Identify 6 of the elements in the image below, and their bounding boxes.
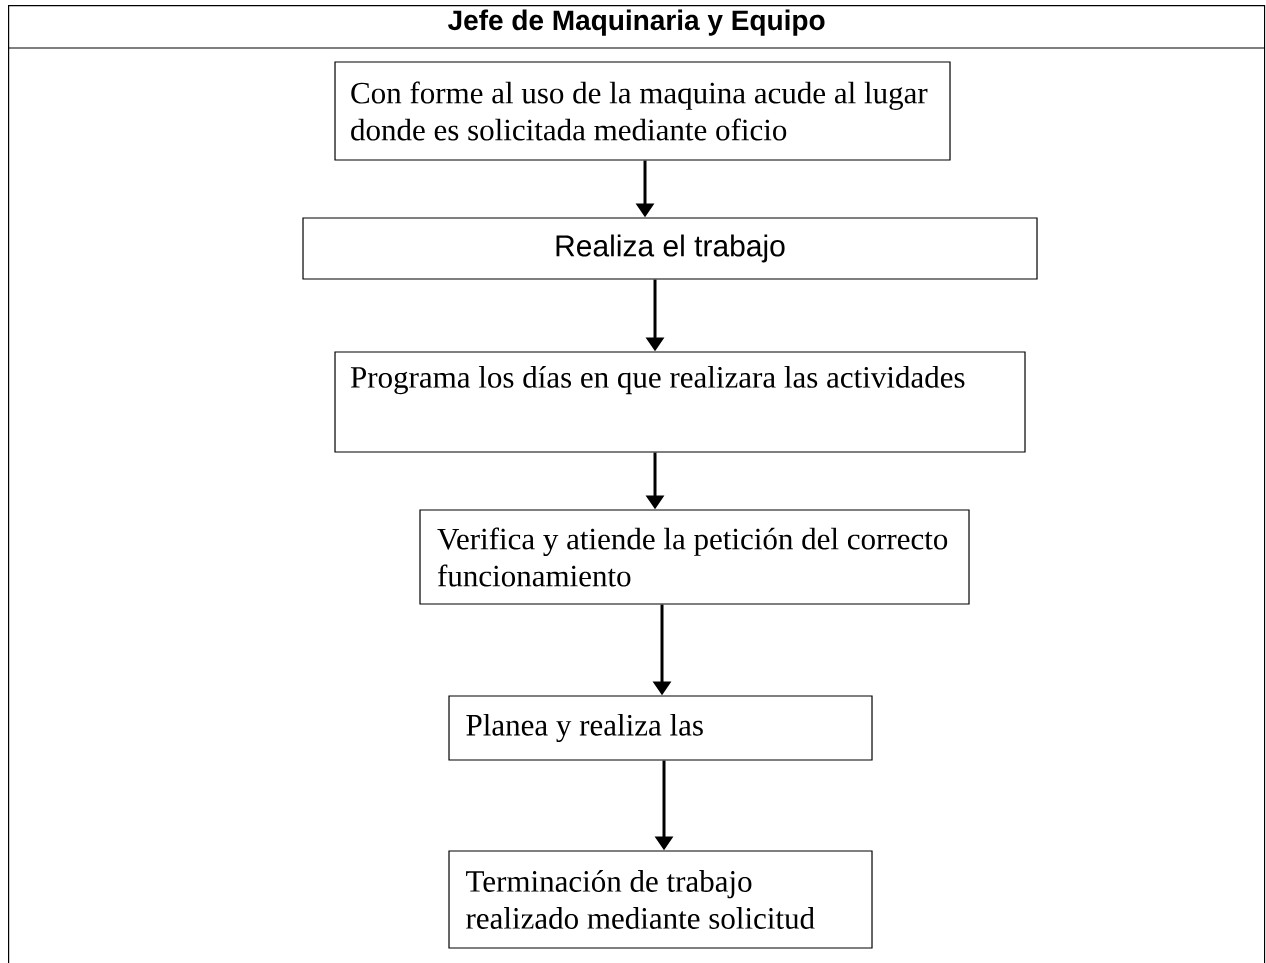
process-box: Verifica y atiende la petición del correcto funcionamiento: [419, 509, 970, 605]
process-box: Terminación de trabajo realizado mediante solicitud: [448, 850, 873, 949]
process-box: Realiza el trabajo: [302, 217, 1038, 280]
process-box: Programa los días en que realizara las actividades: [334, 351, 1026, 453]
process-box: Con forme al uso de la maquina acude al lugar donde es solicitada mediante oficio: [334, 61, 951, 161]
process-box: Planea y realiza las: [448, 695, 873, 761]
